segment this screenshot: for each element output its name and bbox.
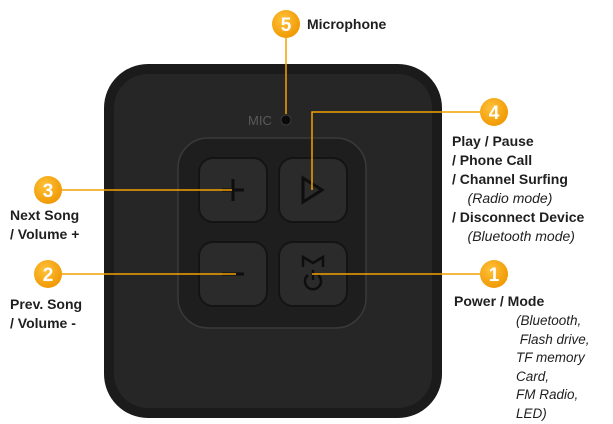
svg-text:1: 1 [489, 265, 500, 286]
badge-1: 1 [480, 260, 508, 288]
svg-text:3: 3 [43, 181, 54, 202]
label-next-song: Next Song / Volume + [10, 207, 80, 242]
svg-text:4: 4 [489, 103, 500, 124]
mic-hole-icon [280, 114, 292, 126]
play-button[interactable] [278, 157, 348, 223]
badge-3: 3 [34, 176, 62, 204]
badge-5: 5 [272, 10, 300, 38]
label-prev-song: Prev. Song / Volume - [10, 296, 83, 331]
leader-line-4 [311, 111, 480, 190]
note-power-mode: (Bluetooth, Flash drive, TF memory Card,… [516, 313, 590, 421]
power-icon [303, 274, 323, 291]
svg-text:2: 2 [43, 265, 54, 286]
label-microphone: Microphone [307, 16, 387, 32]
badge-4: 4 [480, 98, 508, 126]
label-power-mode: Power / Mode [454, 293, 545, 309]
mic-label: MIC [248, 113, 272, 128]
mode-m-icon [301, 254, 325, 267]
badge-2: 2 [34, 260, 62, 288]
svg-text:5: 5 [281, 15, 292, 36]
label-play-pause: Play / Pause / Phone Call / Channel Surf… [452, 133, 585, 244]
